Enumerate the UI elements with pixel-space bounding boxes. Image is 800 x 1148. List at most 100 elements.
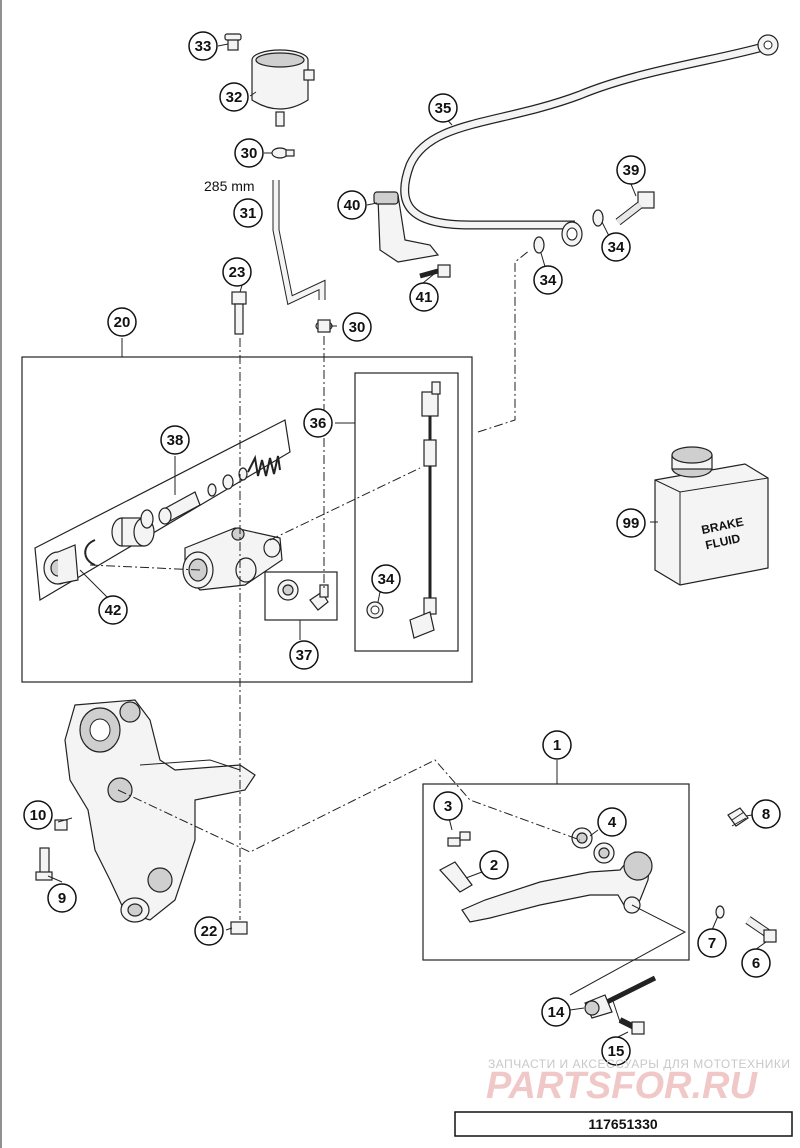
callout-99: 99: [616, 508, 646, 538]
callout-number: 7: [708, 935, 716, 952]
watermark-logo: PARTSFOR.RU: [486, 1065, 758, 1107]
callout-8: 8: [751, 799, 781, 829]
box-brake-pedal-1: [422, 783, 690, 961]
callout-10: 10: [23, 800, 53, 830]
callout-number: 39: [623, 162, 640, 179]
callout-number: 38: [167, 432, 184, 449]
hose-length-label: 285 mm: [204, 178, 255, 194]
push-rod-piston: [158, 491, 201, 525]
bracket-40: [373, 191, 440, 263]
screw-41: [419, 264, 451, 279]
bolt-6: [745, 916, 777, 943]
callout-number: 1: [553, 737, 561, 754]
callout-20: 20: [107, 307, 137, 337]
callout-39: 39: [616, 155, 646, 185]
callout-37: 37: [289, 640, 319, 670]
callout-32: 32: [219, 82, 249, 112]
brake-line-35: [400, 34, 779, 230]
callout-34: 34: [533, 265, 563, 295]
bolt-9: [35, 847, 53, 881]
callout-22: 22: [194, 916, 224, 946]
brake-fluid-can-99: BRAKE FLUID: [654, 446, 769, 586]
callout-9: 9: [47, 883, 77, 913]
callout-number: 32: [226, 89, 243, 106]
callout-34: 34: [371, 564, 401, 594]
box-36: [354, 372, 459, 652]
callout-34: 34: [601, 232, 631, 262]
callout-1: 1: [542, 730, 572, 760]
callout-number: 4: [608, 814, 617, 831]
watermark-tagline: ЗАПЧАСТИ И АКСЕССУАРЫ ДЛЯ МОТОТЕХНИКИ: [488, 1057, 790, 1071]
callout-number: 10: [30, 807, 47, 824]
callout-number: 2: [490, 857, 498, 874]
reservoir-32: [251, 49, 315, 127]
fitting-37: [277, 579, 329, 611]
callout-number: 37: [296, 647, 313, 664]
assembly-line-pedal: [117, 759, 581, 853]
document-number-box: [454, 1111, 793, 1137]
clamp-30-top: [271, 147, 295, 159]
spring-8: [727, 807, 749, 827]
hose-31: [272, 180, 326, 306]
banjo-fitting: [561, 221, 583, 247]
plate-2: [439, 861, 473, 893]
box-master-cylinder-20: [21, 356, 473, 683]
washer-7: [715, 905, 725, 919]
washer-34-box: [366, 601, 384, 619]
callout-number: 6: [752, 955, 760, 972]
callout-2: 2: [479, 850, 509, 880]
callout-number: 99: [623, 515, 640, 532]
callout-36: 36: [303, 408, 333, 438]
master-cylinder-body: [182, 527, 283, 591]
footrest-bracket: [64, 699, 256, 923]
banjo-bolt-39: [615, 191, 655, 226]
callout-30: 30: [342, 312, 372, 342]
callout-6: 6: [741, 948, 771, 978]
callout-number: 42: [105, 602, 122, 619]
callout-33: 33: [188, 31, 218, 61]
callout-4: 4: [597, 807, 627, 837]
washer-34-right: [592, 209, 604, 227]
callout-number: 22: [201, 923, 218, 940]
callout-number: 34: [608, 239, 625, 256]
callout-7: 7: [697, 928, 727, 958]
bearings-4: [571, 827, 615, 864]
callout-41: 41: [409, 282, 439, 312]
screw-3: [447, 831, 471, 847]
callout-15: 15: [601, 1036, 631, 1066]
callout-number: 41: [416, 289, 433, 306]
small-washers: [207, 467, 248, 497]
bolt-15: [618, 1017, 645, 1035]
callout-number: 40: [344, 197, 361, 214]
callout-number: 34: [540, 272, 557, 289]
callout-number: 33: [195, 38, 212, 55]
callout-3: 3: [433, 791, 463, 821]
seal-ring: [140, 509, 154, 529]
bolt-23: [231, 291, 247, 335]
callout-number: 9: [58, 890, 66, 907]
callout-35: 35: [428, 93, 458, 123]
piston-seal-42: [43, 544, 79, 585]
brake-pedal-lever: [461, 851, 653, 923]
circlip: [84, 539, 96, 566]
spring: [247, 454, 281, 477]
document-number: 117651330: [588, 1116, 658, 1132]
nut-22: [230, 921, 248, 935]
callout-number: 3: [444, 798, 452, 815]
callout-number: 34: [378, 571, 395, 588]
push-rod-14: [584, 975, 657, 1019]
callout-number: 30: [349, 319, 366, 336]
callouts: 3332303123302035403934344136384234379911…: [23, 31, 781, 1066]
screw-33: [224, 33, 242, 51]
callout-number: 8: [762, 806, 770, 823]
callout-number: 35: [435, 100, 452, 117]
clamp-30-bottom: [315, 319, 333, 333]
callout-30: 30: [234, 138, 264, 168]
callout-23: 23: [222, 257, 252, 287]
washer-34-left: [533, 236, 545, 254]
callout-31: 31: [233, 198, 263, 228]
callout-38: 38: [160, 425, 190, 455]
callout-42: 42: [98, 595, 128, 625]
box-repair-kit-38: [34, 419, 291, 601]
